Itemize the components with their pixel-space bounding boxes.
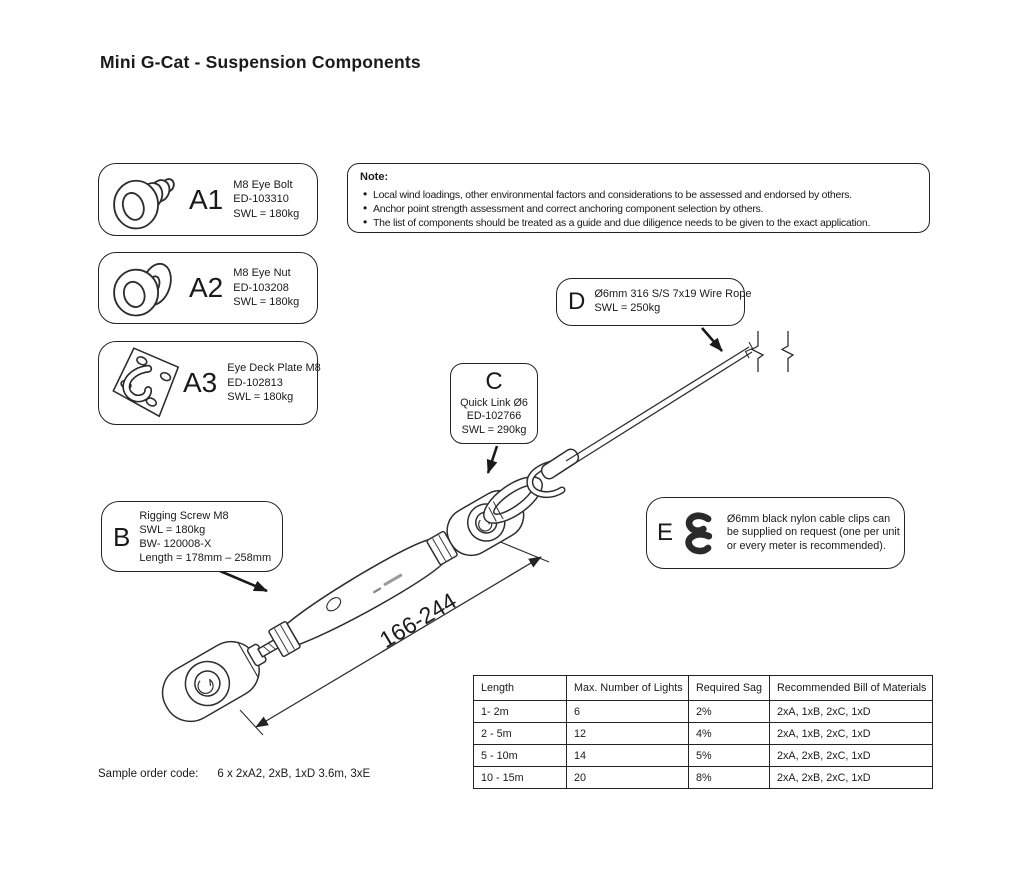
component-info-a2: M8 Eye Nut ED-103208 SWL = 180kg <box>233 266 325 310</box>
table-cell: 12 <box>566 722 689 745</box>
callout-letter-e: E <box>657 519 674 546</box>
callout-line: SWL = 180kg <box>139 523 206 536</box>
table-cell: 6 <box>566 700 689 723</box>
component-box-a1: A1 M8 Eye Bolt ED-103310 SWL = 180kg <box>98 163 318 236</box>
callout-box-e: E Ø6mm black nylon cable clips can be su… <box>646 497 905 569</box>
component-info-line: Eye Deck Plate M8 <box>227 362 321 375</box>
spec-table: Length Max. Number of Lights Required Sa… <box>473 675 933 789</box>
sample-order-row: Sample order code: 6 x 2xA2, 2xB, 1xD 3.… <box>98 768 370 780</box>
table-cell: 2 - 5m <box>473 722 567 745</box>
callout-letter-b: B <box>113 521 131 552</box>
table-header: Required Sag <box>688 675 770 701</box>
component-info-line: SWL = 180kg <box>233 296 300 309</box>
callout-text-e: Ø6mm black nylon cable clips can be supp… <box>726 512 900 552</box>
callout-line: ED-102766 <box>466 410 522 423</box>
component-info-a3: Eye Deck Plate M8 ED-102813 SWL = 180kg <box>227 361 325 405</box>
callout-letter-d: D <box>568 288 586 315</box>
table-cell: 2xA, 2xB, 2xC, 1xD <box>769 766 933 789</box>
component-info-line: M8 Eye Bolt <box>233 178 293 191</box>
callout-line: BW- 120008-X <box>139 537 212 550</box>
component-box-a3: A3 Eye Deck Plate M8 ED-102813 SWL = 180… <box>98 341 321 425</box>
table-header: Max. Number of Lights <box>566 675 689 701</box>
note-bullet: Anchor point strength assessment and cor… <box>360 202 919 217</box>
table-cell: 2% <box>688 700 770 723</box>
table-cell: 20 <box>566 766 689 789</box>
note-bullet: Local wind loadings, other environmental… <box>360 188 919 203</box>
eye-nut-icon <box>113 262 172 317</box>
callout-line: Length = 178mm – 258mm <box>139 551 272 564</box>
table-cell: 8% <box>688 766 770 789</box>
eye-deck-plate-icon <box>112 347 180 418</box>
component-info-line: ED-102813 <box>227 376 283 389</box>
note-heading: Note: <box>360 171 389 183</box>
table-header: Recommended Bill of Materials <box>769 675 933 701</box>
component-label-a3: A3 <box>183 367 218 398</box>
eye-bolt-icon <box>113 177 175 229</box>
table-cell: 2xA, 2xB, 2xC, 1xD <box>769 744 933 767</box>
callout-letter-c: C <box>485 367 503 395</box>
sample-order-label: Sample order code: <box>98 768 199 780</box>
cable-clip-icon <box>685 512 713 555</box>
component-label-a1: A1 <box>189 183 224 215</box>
component-info-a1: M8 Eye Bolt ED-103310 SWL = 180kg <box>233 178 325 222</box>
table-header: Length <box>473 675 567 701</box>
table-cell: 1- 2m <box>473 700 567 723</box>
component-label-a2: A2 <box>189 272 224 303</box>
callout-box-c: C Quick Link Ø6 ED-102766 SWL = 290kg <box>450 363 538 444</box>
component-info-line: ED-103310 <box>233 193 289 206</box>
component-info-line: ED-103208 <box>233 281 289 294</box>
callout-text-d: Ø6mm 316 S/S 7x19 Wire Rope SWL = 250kg <box>594 288 751 316</box>
callout-box-b: B Rigging Screw M8 SWL = 180kg BW- 12000… <box>101 501 283 572</box>
callout-text-c: Quick Link Ø6 ED-102766 SWL = 290kg <box>460 397 528 438</box>
callout-line: Quick Link Ø6 <box>460 396 528 409</box>
callout-line: SWL = 290kg <box>461 423 527 436</box>
component-box-a2: A2 M8 Eye Nut ED-103208 SWL = 180kg <box>98 252 318 324</box>
table-row: 5 - 10m 14 5% 2xA, 2xB, 2xC, 1xD <box>473 744 933 767</box>
wire-rope-drawing <box>565 331 795 468</box>
note-bullet: The list of components should be treated… <box>360 216 919 231</box>
component-info-line: M8 Eye Nut <box>233 267 291 280</box>
table-cell: 5 - 10m <box>473 744 567 767</box>
leader-arrow-b <box>219 569 268 593</box>
wire-rope-loop-drawing <box>526 448 580 499</box>
note-box: Note: Local wind loadings, other environ… <box>347 163 930 233</box>
leader-arrow-c <box>486 445 499 474</box>
quick-link-drawing <box>483 476 543 524</box>
table-row: 2 - 5m 12 4% 2xA, 1xB, 2xC, 1xD <box>473 722 933 745</box>
leader-arrow-d <box>701 327 723 352</box>
table-cell: 10 - 15m <box>473 766 567 789</box>
table-row: 10 - 15m 20 8% 2xA, 2xB, 2xC, 1xD <box>473 766 933 789</box>
table-cell: 4% <box>688 722 770 745</box>
dimension-label: 166-244 <box>375 587 461 653</box>
table-cell: 2xA, 1xB, 2xC, 1xD <box>769 700 933 723</box>
table-header-row: Length Max. Number of Lights Required Sa… <box>473 675 933 701</box>
callout-box-d: D Ø6mm 316 S/S 7x19 Wire Rope SWL = 250k… <box>556 278 751 326</box>
table-cell: 14 <box>566 744 689 767</box>
callout-text-b: Rigging Screw M8 SWL = 180kg BW- 120008-… <box>139 509 271 565</box>
component-info-line: SWL = 180kg <box>227 391 294 404</box>
component-info-line: SWL = 180kg <box>233 207 300 220</box>
callout-line: SWL = 250kg <box>594 302 661 314</box>
sample-order-value: 6 x 2xA2, 2xB, 1xD 3.6m, 3xE <box>217 768 371 780</box>
callout-line: Rigging Screw M8 <box>139 509 229 522</box>
table-cell: 5% <box>688 744 770 767</box>
note-list: Local wind loadings, other environmental… <box>360 188 919 231</box>
table-row: 1- 2m 6 2% 2xA, 1xB, 2xC, 1xD <box>473 700 933 723</box>
callout-line: Ø6mm 316 S/S 7x19 Wire Rope <box>594 288 752 301</box>
page-title: Mini G-Cat - Suspension Components <box>100 52 421 72</box>
table-cell: 2xA, 1xB, 2xC, 1xD <box>769 722 933 745</box>
